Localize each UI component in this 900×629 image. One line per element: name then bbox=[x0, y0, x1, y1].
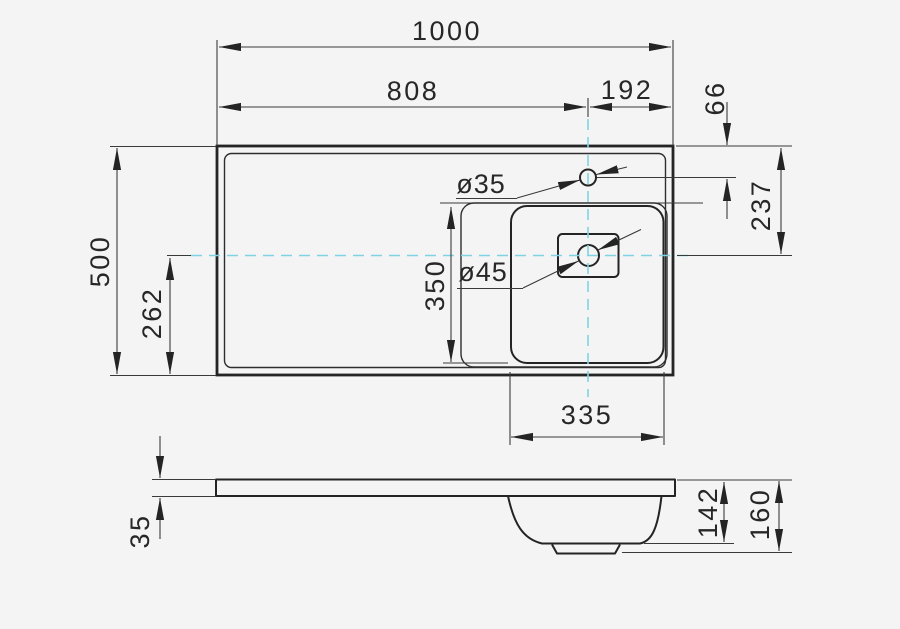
countertop-inner-edge bbox=[223, 152, 667, 369]
side-view-dimensions: 35 142 160 bbox=[125, 436, 792, 554]
faucet-callout-tail bbox=[596, 165, 628, 176]
drain-callout-tail bbox=[597, 229, 642, 251]
dim-label-faucet-to-right: 192 bbox=[601, 75, 654, 105]
drain-callout-leader bbox=[522, 260, 579, 289]
dim-label-bottom-to-drain-axis: 262 bbox=[137, 287, 167, 340]
dim-label-drain-diameter: ø45 bbox=[458, 257, 508, 287]
slab-profile bbox=[215, 478, 676, 497]
dim-label-basin-width: 335 bbox=[561, 400, 614, 430]
dim-label-bowl-depth: 142 bbox=[693, 486, 723, 539]
dim-label-total-height: 160 bbox=[745, 488, 775, 541]
faucet-hole bbox=[579, 168, 597, 187]
top-view bbox=[167, 98, 703, 397]
drain-foot-profile bbox=[551, 544, 621, 555]
faucet-callout-leader bbox=[516, 179, 581, 199]
top-view-dimensions: 1000 808 192 500 262 350 335 66 237 ø35 bbox=[85, 16, 792, 445]
dim-label-overall-width: 1000 bbox=[412, 16, 482, 46]
dim-label-faucet-diameter: ø35 bbox=[456, 169, 506, 199]
dim-label-top-to-drain: 237 bbox=[746, 179, 776, 232]
bowl-profile bbox=[507, 495, 663, 545]
dim-label-basin-length: 350 bbox=[420, 259, 450, 312]
basin-recess-outline bbox=[460, 202, 668, 368]
dim-label-left-to-faucet: 808 bbox=[387, 76, 440, 106]
side-view bbox=[215, 478, 676, 555]
dim-label-overall-depth: 500 bbox=[85, 235, 115, 288]
dim-label-slab-thickness: 35 bbox=[125, 513, 155, 548]
dim-label-top-to-faucet: 66 bbox=[700, 80, 730, 115]
countertop-outline bbox=[215, 144, 675, 377]
